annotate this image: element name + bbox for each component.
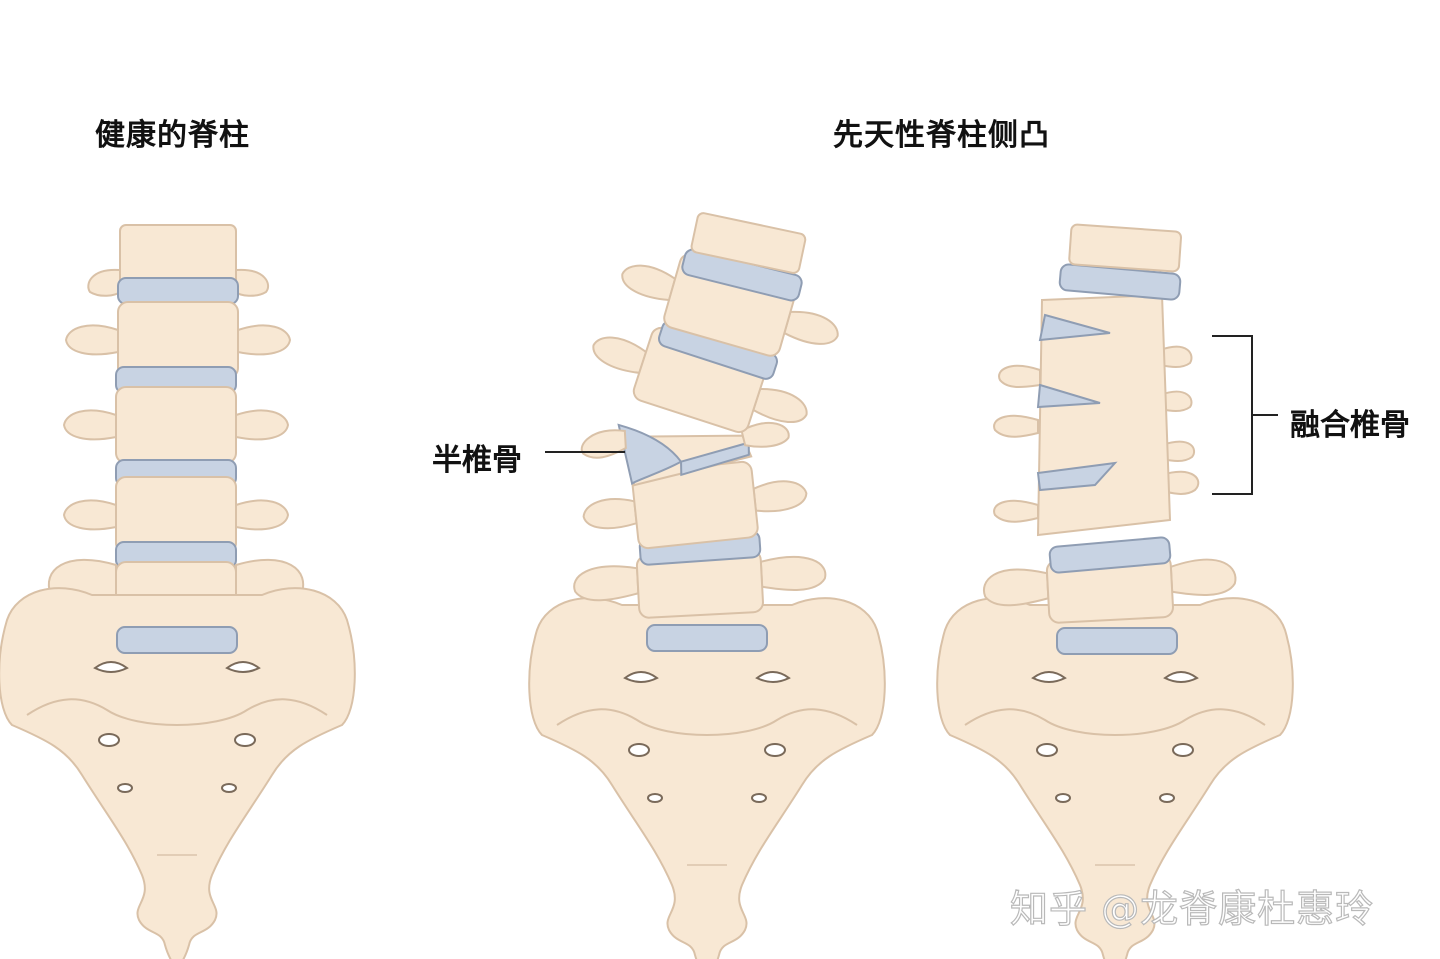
title-congenital-scoliosis: 先天性脊柱侧凸 <box>833 118 1050 153</box>
fused-bracket <box>1212 335 1253 495</box>
watermark: 知乎 @龙脊康杜惠玲 <box>1009 886 1375 931</box>
label-fused-vertebrae: 融合椎骨 <box>1290 408 1410 443</box>
label-hemivertebra: 半椎骨 <box>432 443 522 478</box>
hemivertebra-spine <box>528 212 886 959</box>
title-healthy-spine: 健康的脊柱 <box>95 118 250 153</box>
healthy-spine <box>0 224 356 959</box>
fused-vertebrae-spine <box>936 223 1294 959</box>
